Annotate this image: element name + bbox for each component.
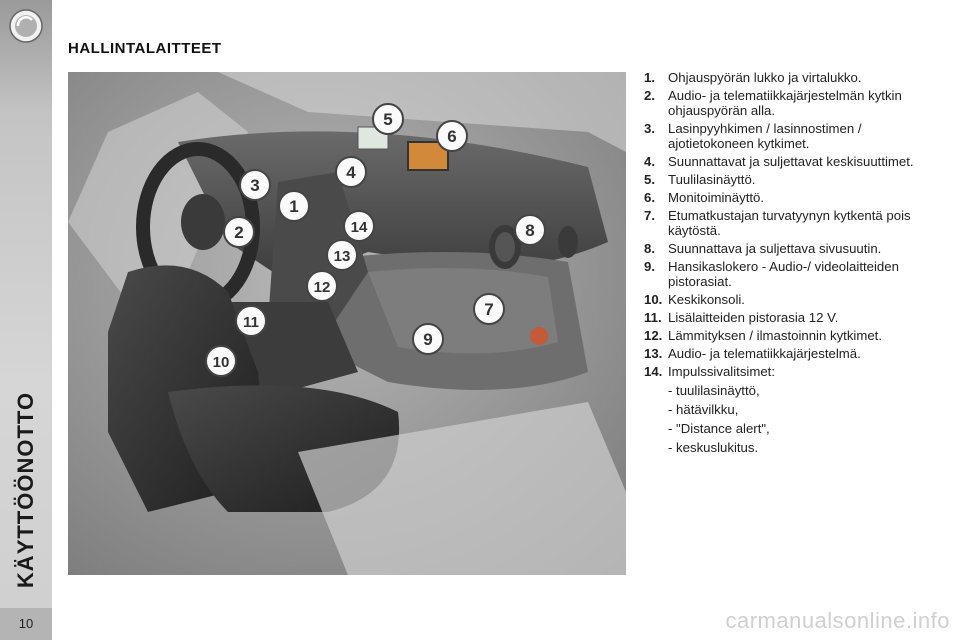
- callout-7: 7: [473, 293, 505, 325]
- svg-text:10: 10: [213, 354, 230, 371]
- legend-item: 5.Tuulilasinäyttö.: [644, 172, 756, 187]
- callout-9: 9: [412, 323, 444, 355]
- legend-item: 12.Lämmityksen / ilmastoinnin kytkimet.: [644, 328, 882, 343]
- legend-item: 2.Audio- ja telematiikkajärjestelmän kyt…: [644, 88, 902, 118]
- legend-subitem: - "Distance alert",: [668, 421, 770, 436]
- svg-text:3: 3: [250, 176, 259, 195]
- svg-text:11: 11: [243, 314, 259, 331]
- callout-8: 8: [514, 214, 546, 246]
- legend-item: 7.Etumatkustajan turvatyynyn kytkentä po…: [644, 208, 911, 238]
- svg-text:2: 2: [234, 223, 243, 242]
- legend-item: 6.Monitoiminäyttö.: [644, 190, 765, 205]
- svg-text:14: 14: [351, 219, 368, 236]
- legend-subitem: - tuulilasinäyttö,: [668, 383, 760, 398]
- controls-legend: 1.Ohjauspyörän lukko ja virtalukko. 2.Au…: [644, 70, 944, 457]
- callout-1: 1: [278, 190, 310, 222]
- callout-11: 11: [235, 305, 267, 337]
- svg-text:9: 9: [423, 330, 432, 349]
- callout-12: 12: [306, 270, 338, 302]
- legend-subitem: - hätävilkku,: [668, 402, 739, 417]
- page-number: 10: [0, 608, 52, 640]
- legend-item: 11.Lisälaitteiden pistorasia 12 V.: [644, 310, 839, 325]
- svg-text:4: 4: [346, 163, 356, 182]
- legend-item: 13.Audio- ja telematiikkajärjestelmä.: [644, 346, 861, 361]
- dashboard-illustration: 1 2 3 4 5 6 7 8 9 10 11 12 13 14: [68, 72, 626, 575]
- svg-text:13: 13: [334, 248, 351, 265]
- callout-6: 6: [436, 120, 468, 152]
- svg-text:7: 7: [484, 300, 493, 319]
- callout-13: 13: [326, 239, 358, 271]
- svg-text:6: 6: [447, 127, 456, 146]
- legend-item: 14.Impulssivalitsimet:: [644, 364, 775, 379]
- svg-text:5: 5: [383, 110, 392, 129]
- left-sidebar: KÄYTTÖÖNOTTO 10: [0, 0, 52, 640]
- page-title: HALLINTALAITTEET: [68, 40, 222, 57]
- legend-item: 8.Suunnattava ja suljettava sivusuutin.: [644, 241, 882, 256]
- legend-item: 1.Ohjauspyörän lukko ja virtalukko.: [644, 70, 862, 85]
- callout-2: 2: [223, 216, 255, 248]
- legend-subitem: - keskuslukitus.: [668, 440, 759, 455]
- legend-item: 9.Hansikaslokero - Audio-/ videolaitteid…: [644, 259, 899, 289]
- legend-item: 4.Suunnattavat ja suljettavat keskisuutt…: [644, 154, 914, 169]
- svg-text:1: 1: [289, 197, 298, 216]
- svg-text:8: 8: [525, 221, 534, 240]
- svg-text:12: 12: [314, 279, 331, 296]
- callout-4: 4: [335, 156, 367, 188]
- callout-5: 5: [372, 103, 404, 135]
- watermark: carmanualsonline.info: [725, 608, 950, 633]
- legend-item: 3.Lasinpyyhkimen / lasinnostimen / ajoti…: [644, 121, 862, 151]
- section-logo-icon: [9, 9, 43, 43]
- legend-item: 10.Keskikonsoli.: [644, 292, 745, 307]
- callout-14: 14: [343, 210, 375, 242]
- callout-10: 10: [205, 345, 237, 377]
- callout-3: 3: [239, 169, 271, 201]
- section-vertical-label: KÄYTTÖÖNOTTO: [13, 391, 38, 589]
